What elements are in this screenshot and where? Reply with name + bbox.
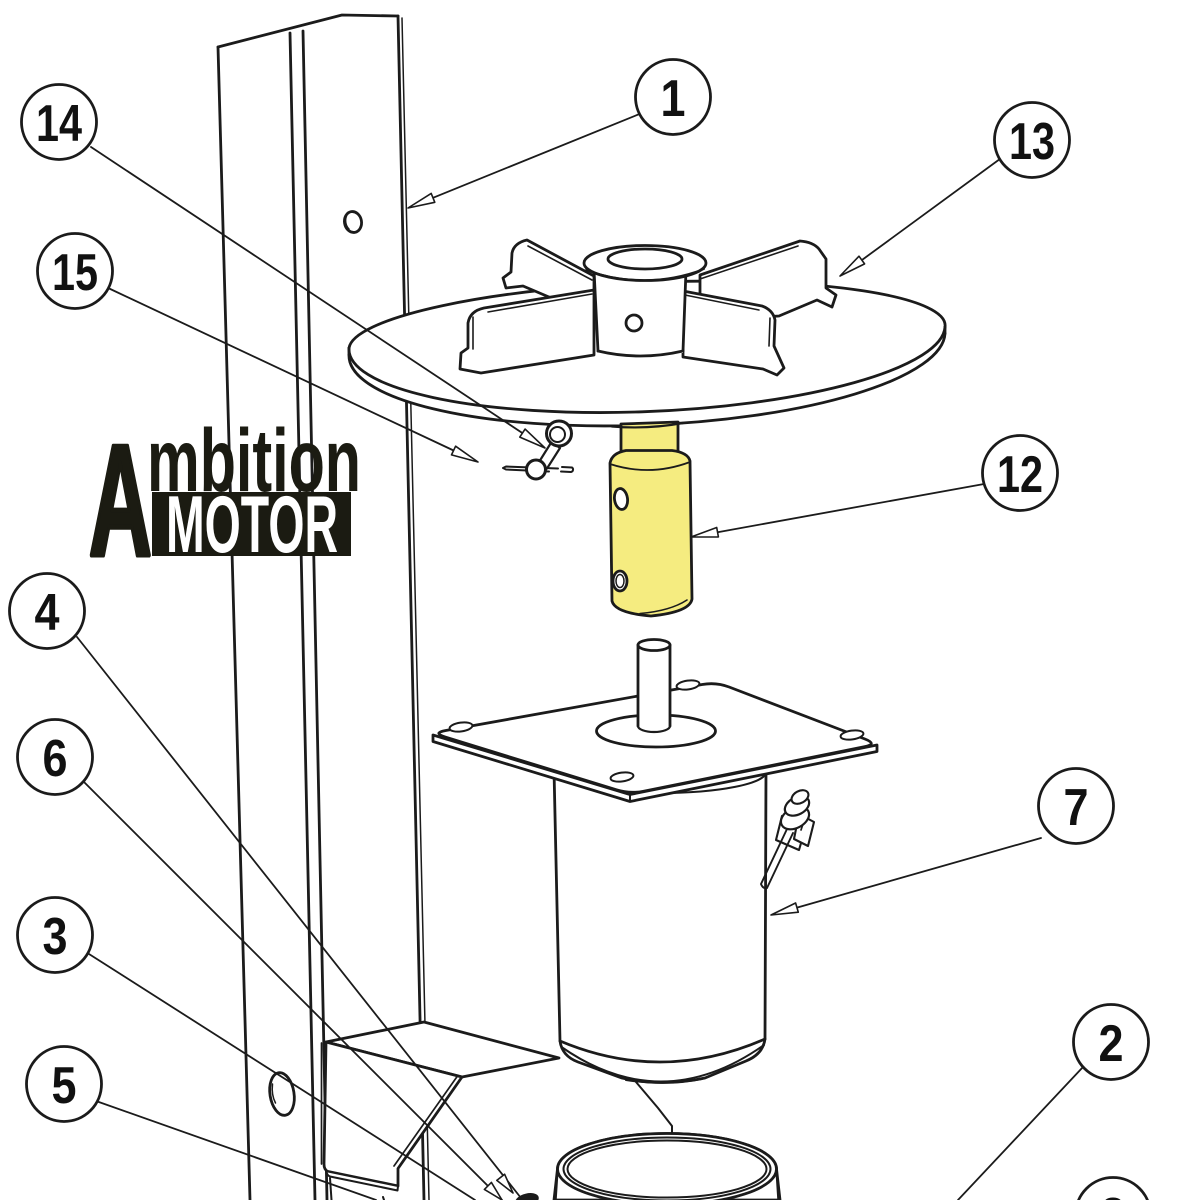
svg-text:13: 13	[1009, 113, 1055, 171]
svg-text:5: 5	[52, 1057, 77, 1115]
svg-text:6: 6	[43, 730, 68, 788]
svg-text:12: 12	[997, 446, 1043, 504]
svg-text:MOTOR: MOTOR	[166, 480, 338, 570]
svg-text:7: 7	[1064, 779, 1089, 837]
svg-text:3: 3	[43, 908, 68, 966]
svg-text:8: 8	[1101, 1188, 1126, 1200]
svg-text:1: 1	[661, 70, 686, 128]
svg-text:4: 4	[35, 584, 60, 642]
svg-text:14: 14	[36, 95, 82, 153]
svg-text:15: 15	[52, 244, 98, 302]
svg-text:2: 2	[1099, 1015, 1124, 1073]
svg-text:A: A	[89, 414, 152, 590]
